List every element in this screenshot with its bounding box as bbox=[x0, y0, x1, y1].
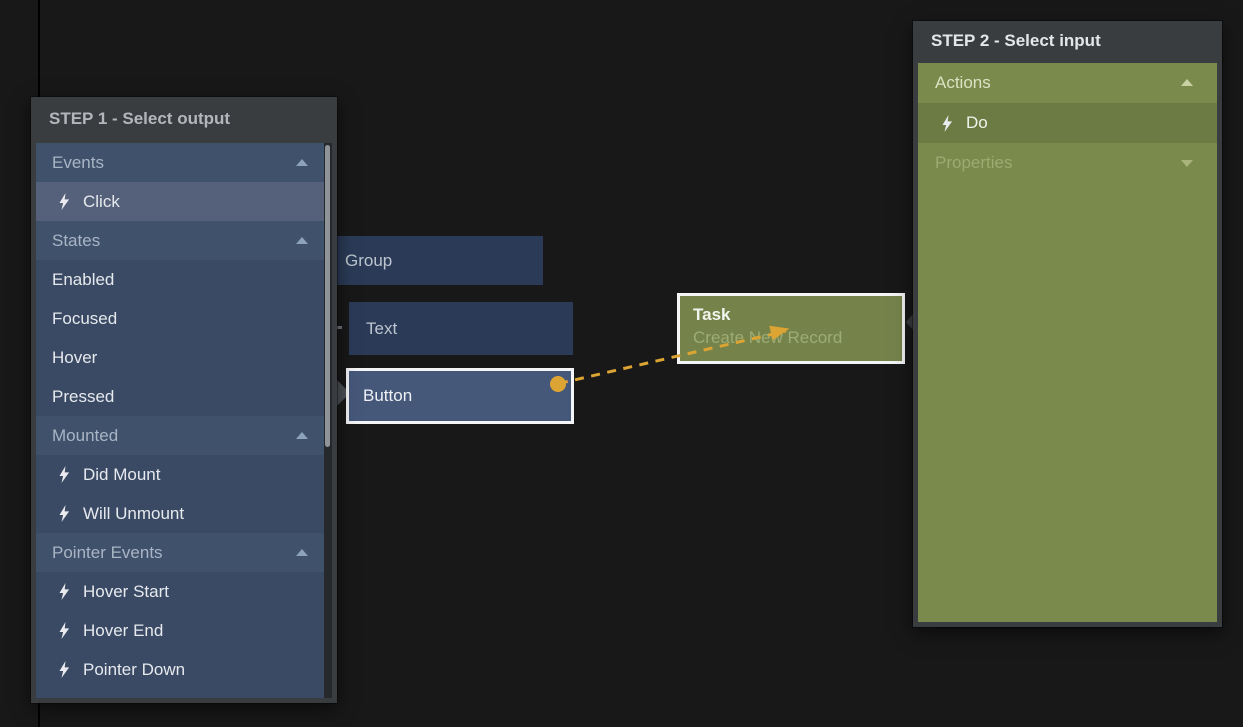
list-item-do[interactable]: Do bbox=[918, 103, 1217, 143]
step1-panel-title: STEP 1 - Select output bbox=[49, 109, 231, 128]
row-label: States bbox=[52, 230, 101, 250]
list-item-click[interactable]: Click bbox=[36, 182, 332, 221]
list-item-hover[interactable]: Hover bbox=[36, 338, 332, 377]
list-item-hover-start[interactable]: Hover Start bbox=[36, 572, 332, 611]
node-button[interactable]: Button bbox=[346, 368, 574, 424]
section-events[interactable]: Events bbox=[36, 143, 332, 182]
step1-scrollbar-thumb[interactable] bbox=[325, 145, 330, 447]
row-label: Hover bbox=[52, 347, 98, 367]
list-item-enabled[interactable]: Enabled bbox=[36, 260, 332, 299]
row-label: Do bbox=[966, 113, 988, 132]
list-item-hover-end[interactable]: Hover End bbox=[36, 611, 332, 650]
lightning-bolt-icon bbox=[58, 583, 70, 600]
row-label: Hover End bbox=[83, 620, 164, 640]
chevron-up-icon bbox=[296, 158, 308, 166]
section-properties[interactable]: Properties bbox=[918, 143, 1217, 183]
row-label: Events bbox=[52, 152, 104, 172]
list-item-pressed[interactable]: Pressed bbox=[36, 377, 332, 416]
node-text[interactable]: Text bbox=[349, 302, 573, 355]
row-label: Enabled bbox=[52, 269, 115, 289]
list-item-pointer-down[interactable]: Pointer Down bbox=[36, 650, 332, 689]
list-item-did-mount[interactable]: Did Mount bbox=[36, 455, 332, 494]
section-actions[interactable]: Actions bbox=[918, 63, 1217, 103]
row-label: Mounted bbox=[52, 425, 119, 445]
chevron-down-icon bbox=[1181, 160, 1193, 167]
lightning-bolt-icon bbox=[58, 505, 70, 522]
node-label: Group bbox=[345, 250, 393, 270]
row-label: Did Mount bbox=[83, 464, 161, 484]
row-label: Click bbox=[83, 191, 120, 211]
task-node-subtitle: Create New Record bbox=[693, 328, 843, 347]
list-item-will-unmount[interactable]: Will Unmount bbox=[36, 494, 332, 533]
task-node-title: Task bbox=[693, 305, 731, 324]
lightning-bolt-icon bbox=[58, 622, 70, 639]
row-label: Pointer Events bbox=[52, 542, 163, 562]
node-label: Text bbox=[366, 318, 398, 338]
lightning-bolt-icon bbox=[58, 661, 70, 678]
step1-scrollbar-track[interactable] bbox=[324, 143, 332, 698]
row-label: Pointer Down bbox=[83, 659, 186, 679]
section-states[interactable]: States bbox=[36, 221, 332, 260]
chevron-up-icon bbox=[1181, 79, 1193, 86]
node-group[interactable]: Group bbox=[300, 236, 543, 285]
section-mounted[interactable]: Mounted bbox=[36, 416, 332, 455]
row-label: Pressed bbox=[52, 386, 115, 406]
list-item-focused[interactable]: Focused bbox=[36, 299, 332, 338]
lightning-bolt-icon bbox=[58, 466, 70, 483]
lightning-bolt-icon bbox=[941, 114, 953, 132]
step2-panel-title: STEP 2 - Select input bbox=[931, 31, 1101, 50]
chevron-up-icon bbox=[296, 548, 308, 556]
chevron-up-icon bbox=[296, 431, 308, 439]
chevron-up-icon bbox=[296, 236, 308, 244]
row-label: Hover Start bbox=[83, 581, 169, 601]
section-pointer-events[interactable]: Pointer Events bbox=[36, 533, 332, 572]
row-label: Will Unmount bbox=[83, 503, 185, 523]
row-label: Properties bbox=[935, 153, 1013, 172]
lightning-bolt-icon bbox=[58, 193, 70, 210]
row-label: Actions bbox=[935, 73, 991, 92]
node-label: Button bbox=[363, 386, 413, 405]
node-task[interactable]: Task Create New Record bbox=[677, 293, 905, 364]
row-label: Focused bbox=[52, 308, 118, 328]
